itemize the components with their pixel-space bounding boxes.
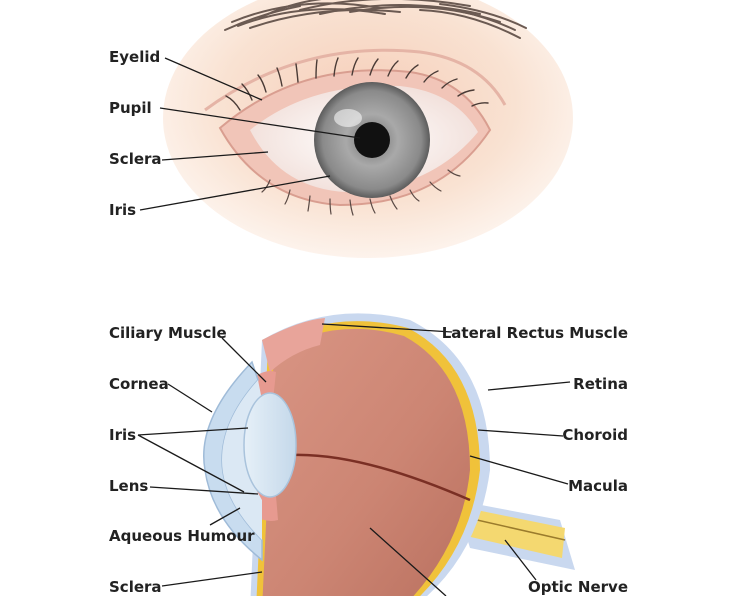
label-optic-nerve: Optic Nerve [528, 578, 628, 596]
iris-highlight [334, 109, 362, 127]
pupil-disc [354, 122, 390, 158]
leader-cornea [167, 383, 213, 413]
leader-iris-outer [139, 175, 331, 211]
leader-macula [469, 455, 569, 485]
label-iris-section: Iris [109, 426, 137, 444]
label-lateral-rectus-muscle: Lateral Rectus Muscle [441, 324, 628, 342]
outer-eye-illustration [163, 0, 573, 258]
eye-cross-section-illustration [203, 313, 575, 596]
upper-eyelashes [225, 57, 489, 111]
label-ciliary-muscle: Ciliary Muscle [109, 324, 227, 342]
label-choroid: Choroid [562, 426, 628, 444]
ciliary-region [262, 318, 325, 372]
label-sclera-outer: Sclera [109, 150, 162, 168]
label-iris-outer: Iris [109, 201, 137, 219]
label-cornea: Cornea [109, 375, 169, 393]
vitreous-body [262, 328, 470, 596]
label-aqueous-humour: Aqueous Humour [109, 527, 255, 545]
label-macula: Macula [568, 477, 628, 495]
leader-aqueous-humour [209, 507, 241, 526]
lens-shape [243, 392, 297, 498]
leader-sclera-section [161, 571, 263, 587]
eyebrow [224, 0, 527, 39]
leader-eyelid [164, 57, 263, 101]
leader-optic-nerve [504, 539, 537, 581]
optic-nerve [452, 505, 565, 558]
leader-pupil [159, 107, 361, 139]
lower-eyelashes [261, 169, 461, 216]
leader-choroid [477, 429, 564, 437]
leader-retina [487, 381, 571, 391]
leader-lens [149, 486, 259, 495]
label-retina: Retina [573, 375, 628, 393]
aqueous-humour-area [222, 380, 262, 540]
label-lens: Lens [109, 477, 149, 495]
leader-iris-b [137, 434, 245, 493]
label-sclera-section: Sclera [109, 578, 162, 596]
label-pupil: Pupil [109, 99, 152, 117]
leader-iris-a [137, 427, 249, 436]
leader-sclera [161, 151, 269, 161]
leader-vitreous [369, 527, 447, 596]
leader-ciliary-muscle [221, 337, 267, 383]
retinal-vessel [289, 453, 471, 502]
eyelid-fold [204, 48, 507, 112]
leader-lateral-rectus [321, 323, 453, 333]
leader-lines [137, 57, 571, 596]
label-eyelid: Eyelid [109, 48, 161, 66]
